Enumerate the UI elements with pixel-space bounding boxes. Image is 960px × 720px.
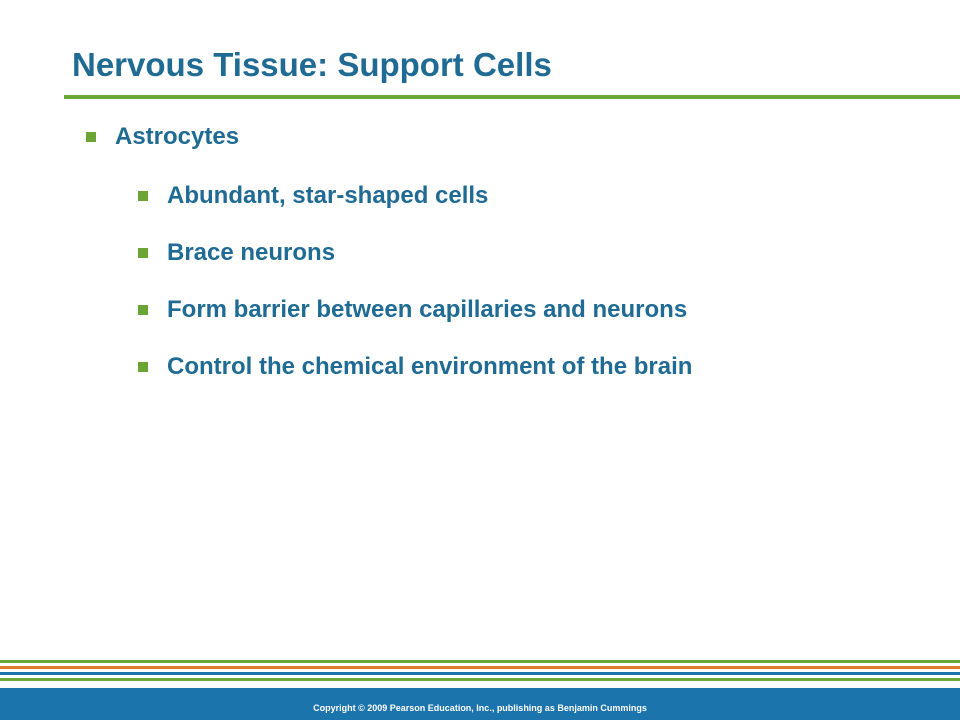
slide-title: Nervous Tissue: Support Cells <box>72 46 552 83</box>
bullet-text: Abundant, star-shaped cells <box>167 182 489 209</box>
copyright-text: Copyright © 2009 Pearson Education, Inc.… <box>313 703 647 713</box>
square-bullet-icon <box>138 248 148 258</box>
stripe-blue <box>0 672 960 675</box>
bullet-text: Astrocytes <box>115 123 240 150</box>
footer-stripes <box>0 660 960 684</box>
bullet-text: Form barrier between capillaries and neu… <box>167 296 688 323</box>
footer-bar: Copyright © 2009 Pearson Education, Inc.… <box>0 688 960 720</box>
bullet-barrier: Form barrier between capillaries and neu… <box>138 295 687 325</box>
bullet-astrocytes: Astrocytes <box>86 122 239 152</box>
square-bullet-icon <box>86 132 96 142</box>
bullet-text: Control the chemical environment of the … <box>167 353 693 380</box>
square-bullet-icon <box>138 305 148 315</box>
bullet-brace: Brace neurons <box>138 238 335 268</box>
stripe-green <box>0 660 960 663</box>
bullet-text: Brace neurons <box>167 239 336 266</box>
stripe-orange <box>0 666 960 669</box>
square-bullet-icon <box>138 362 148 372</box>
title-underline <box>64 95 960 99</box>
stripe-green-2 <box>0 678 960 681</box>
bullet-abundant: Abundant, star-shaped cells <box>138 181 488 211</box>
square-bullet-icon <box>138 191 148 201</box>
bullet-chemical: Control the chemical environment of the … <box>138 352 747 382</box>
